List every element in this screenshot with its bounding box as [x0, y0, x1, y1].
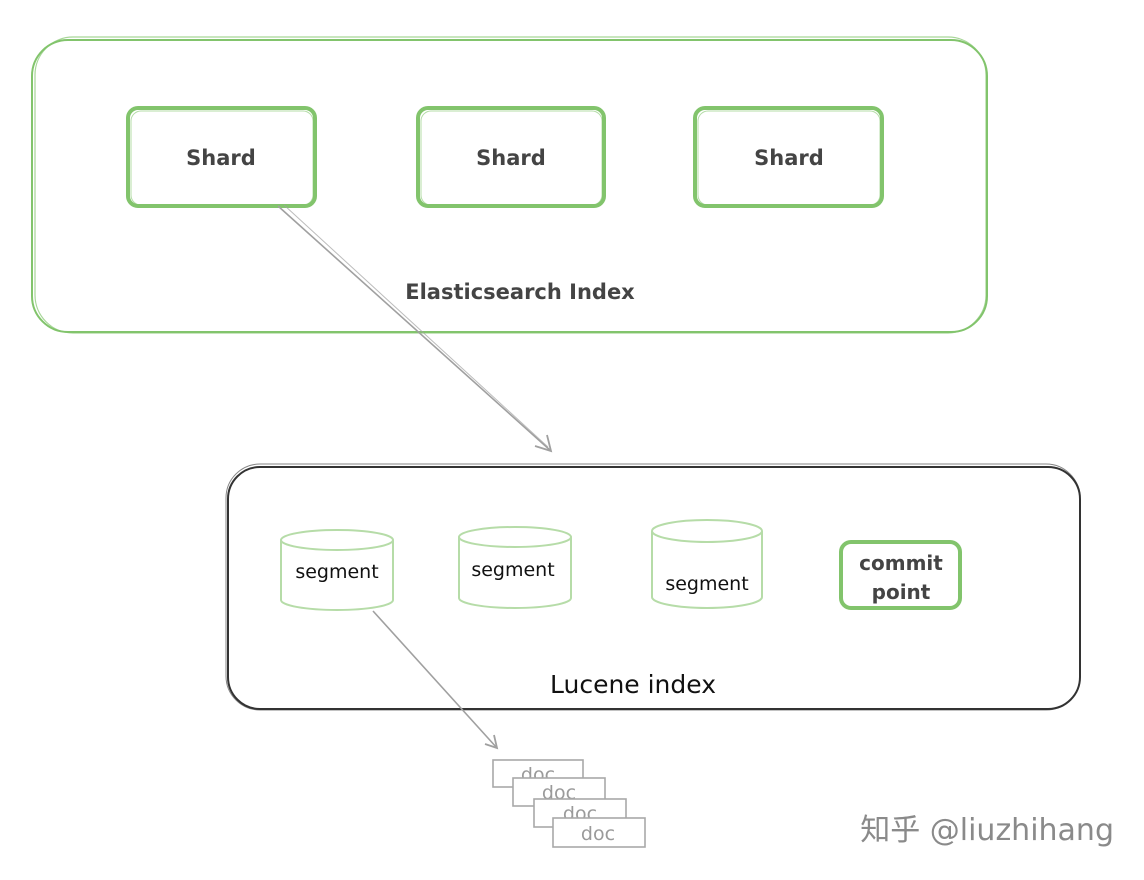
- commit-point-box: commit point: [839, 540, 962, 610]
- doc-card-4: doc: [552, 817, 646, 848]
- shard-label: Shard: [476, 146, 546, 170]
- commit-point-label-line2: point: [872, 580, 931, 604]
- elasticsearch-index-container: Elasticsearch Index: [31, 36, 988, 334]
- segment-label: segment: [471, 559, 554, 581]
- segment-cylinder-3: segment: [651, 519, 763, 609]
- shard-box-1: Shard: [126, 106, 317, 208]
- shard-label: Shard: [754, 146, 824, 170]
- doc-label: doc: [581, 823, 615, 845]
- segment-label: segment: [665, 573, 748, 595]
- shard-box-2: Shard: [416, 106, 606, 208]
- shard-label: Shard: [186, 146, 256, 170]
- segment-cylinder-1: segment: [280, 529, 394, 611]
- commit-point-label-line1: commit: [859, 551, 943, 575]
- shard-to-lucene-arrow: [277, 204, 553, 453]
- watermark-text: 知乎 @liuzhihang: [860, 813, 1114, 848]
- segment-to-docs-arrow: [372, 610, 499, 750]
- lucene-index-container: Lucene index: [225, 463, 1081, 711]
- shard-box-3: Shard: [693, 106, 884, 208]
- elasticsearch-index-label: Elasticsearch Index: [405, 280, 635, 304]
- segment-cylinder-2: segment: [458, 526, 572, 609]
- lucene-index-label: Lucene index: [550, 670, 716, 699]
- segment-label: segment: [295, 561, 378, 583]
